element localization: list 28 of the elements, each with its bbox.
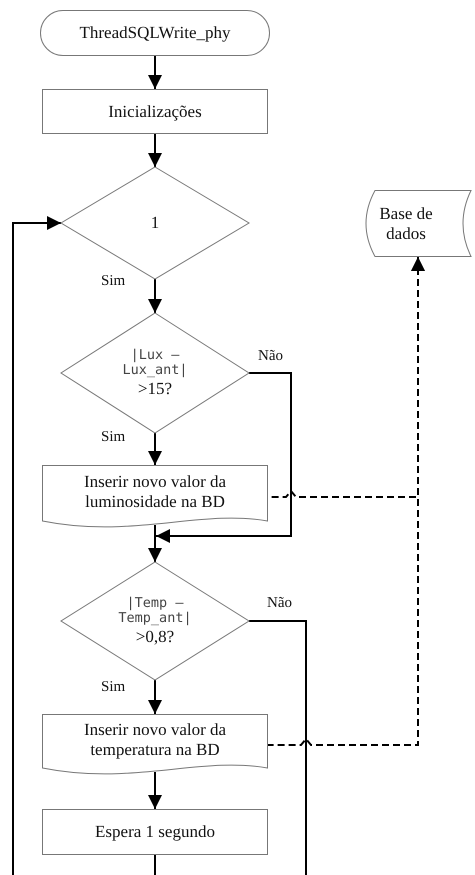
arrow [148,279,162,313]
node-text: ThreadSQLWrite_phy [79,23,230,43]
arrow [12,216,61,875]
connector-line [154,855,156,875]
node-text: Inserir novo valor da luminosidade na BD [82,472,228,512]
arrow [148,56,162,89]
node-text: Base de dados [378,204,434,244]
node-text: Inserir novo valor da temperatura na BD [82,720,228,760]
connector-line [249,620,307,875]
arrow [148,680,162,714]
terminal-shape [40,10,270,56]
node-text: 1 [150,213,160,233]
decision-diamond [61,313,249,433]
process-box [42,809,268,855]
arrow [148,134,162,167]
code-text: |Temp – Temp_ant| [117,596,193,627]
code-text: |Lux – Lux_ant| [121,348,189,379]
process-box [42,89,268,134]
arrow [148,525,162,562]
dashed-arrow [268,257,425,746]
arrow [148,433,162,465]
arrow [156,372,292,543]
node-text: Inicializações [108,102,202,122]
node-text: Espera 1 segundo [95,822,215,842]
decision-diamond [61,562,249,680]
node-text: >15? [138,378,172,398]
arrow [148,772,162,809]
node-text: >0,8? [136,626,174,646]
